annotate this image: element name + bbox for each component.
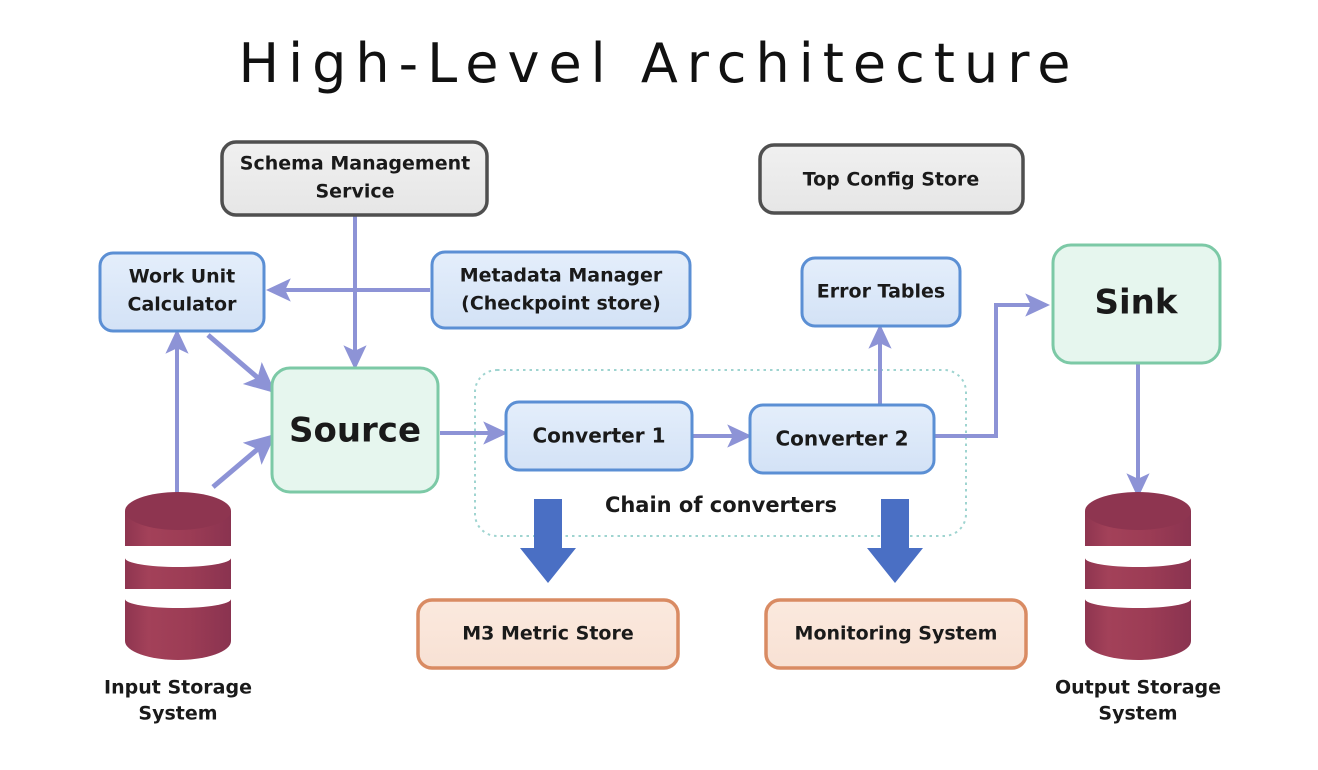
edge-converter1-to-m3metricstore: [520, 499, 576, 583]
node-sink[interactable]: Sink: [1051, 243, 1222, 365]
edge-inputstorage-to-source: [211, 433, 276, 489]
converter-2-box[interactable]: [748, 403, 936, 475]
node-output-storage-system[interactable]: Output Storage System: [1055, 492, 1221, 725]
edge-layer: [165, 215, 1150, 583]
converter-2-label: Converter 2: [776, 427, 909, 451]
edge-converter2-to-sink: [934, 293, 1051, 438]
edge-converter2-to-monitoringsystem: [867, 499, 923, 583]
node-schema-management-service[interactable]: Schema Management Service: [220, 140, 489, 217]
m3-metric-store-label: M3 Metric Store: [462, 623, 633, 645]
output-storage-system-label-line2: System: [1098, 703, 1177, 725]
sink-label: Sink: [1095, 283, 1179, 323]
monitoring-system-box[interactable]: [764, 598, 1028, 670]
error-tables-box[interactable]: [800, 256, 962, 328]
input-storage-system-label-line2: System: [138, 703, 217, 725]
error-tables-label: Error Tables: [817, 281, 945, 303]
m3-metric-store-box[interactable]: [416, 598, 680, 670]
converter-1-label: Converter 1: [533, 424, 666, 448]
node-input-storage-system[interactable]: Input Storage System: [104, 492, 252, 725]
input-storage-system-label-line1: Input Storage: [104, 677, 252, 699]
chain-of-converters-caption: Chain of converters: [605, 493, 837, 517]
schema-management-service-label-line2: Service: [316, 181, 395, 203]
monitoring-system-label: Monitoring System: [795, 623, 998, 645]
metadata-manager-label-line1: Metadata Manager: [460, 265, 663, 287]
source-label: Source: [289, 411, 421, 451]
source-box[interactable]: [270, 366, 440, 494]
node-converter-2[interactable]: Converter 2: [748, 403, 936, 475]
node-converter-1[interactable]: Converter 1: [504, 400, 694, 472]
chain-of-converters-group: [474, 369, 967, 537]
metadata-manager-label-line2: (Checkpoint store): [461, 293, 661, 315]
work-unit-calculator-label-line1: Work Unit: [129, 266, 236, 288]
top-config-store-box[interactable]: [758, 143, 1025, 215]
node-m3-metric-store[interactable]: M3 Metric Store: [416, 598, 680, 670]
page-title: High-Level Architecture: [239, 32, 1080, 95]
metadata-manager-box[interactable]: [430, 250, 692, 330]
top-config-store-label: Top Config Store: [803, 169, 980, 191]
database-icon: [1085, 492, 1191, 660]
work-unit-calculator-label-line2: Calculator: [128, 294, 238, 316]
edge-workunit-to-source: [206, 333, 276, 394]
work-unit-calculator-box[interactable]: [98, 251, 266, 333]
node-source[interactable]: Source: [270, 366, 440, 494]
schema-management-service-box[interactable]: [220, 140, 489, 217]
node-monitoring-system[interactable]: Monitoring System: [764, 598, 1028, 670]
node-error-tables[interactable]: Error Tables: [800, 256, 962, 328]
database-icon: [125, 492, 231, 660]
output-storage-system-label-line1: Output Storage: [1055, 677, 1221, 699]
schema-management-service-label-line1: Schema Management: [240, 153, 470, 175]
node-work-unit-calculator[interactable]: Work Unit Calculator: [98, 251, 266, 333]
node-top-config-store[interactable]: Top Config Store: [758, 143, 1025, 215]
node-metadata-manager[interactable]: Metadata Manager (Checkpoint store): [430, 250, 692, 330]
converter-1-box[interactable]: [504, 400, 694, 472]
sink-box[interactable]: [1051, 243, 1222, 365]
